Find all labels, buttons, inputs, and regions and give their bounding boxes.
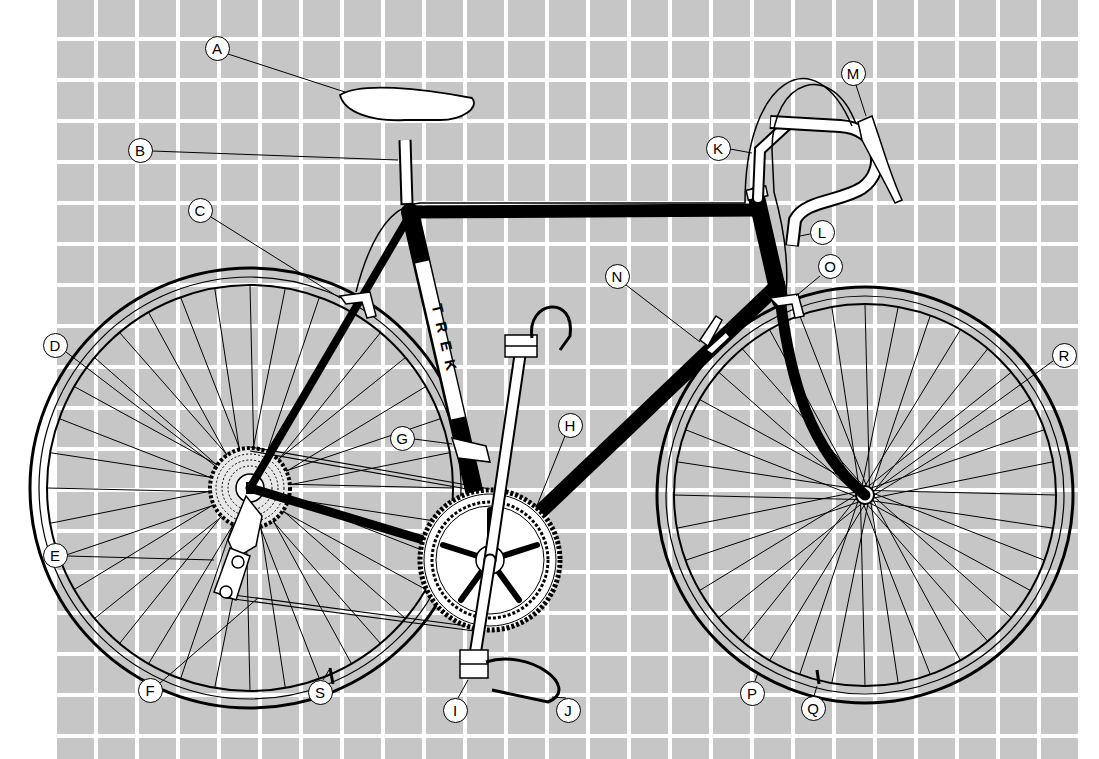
spoke [719,503,863,618]
grid-background [55,0,1080,759]
callout-letter: F [145,683,154,698]
callout-letter: G [396,431,408,446]
spoke [872,316,931,491]
spoke [800,500,859,675]
callout-letter: B [135,143,145,158]
handlebar [771,122,877,245]
cranks [475,355,520,655]
callout-letter: P [747,686,757,701]
spoke [870,430,1045,489]
callout-circle: N [605,264,630,289]
callout-letter: J [564,703,572,718]
callout-letter: N [612,269,623,284]
callout-circle: R [1052,343,1077,368]
callout-circle: I [443,698,468,723]
callout-letter: D [50,338,61,353]
spoke [863,503,930,675]
callout-letter: R [1059,348,1070,363]
callout-circle: F [138,678,163,703]
callout-letter: S [315,685,325,700]
spoke [873,493,1045,560]
spoke [869,502,1031,590]
spoke [867,372,1011,487]
callout-circle: J [556,698,581,723]
spoke [872,462,1053,499]
handlebar [770,122,877,246]
callout-letter: C [195,203,206,218]
pedals [460,307,571,702]
saddle [340,88,474,121]
spoke [866,503,988,641]
brake-cables [356,79,856,294]
callout-circle: L [810,220,835,245]
spoke [871,501,1053,529]
spoke [742,497,857,641]
spoke [686,502,861,561]
callout-circle: B [128,138,153,163]
callout-letter: A [212,41,222,56]
callout-circle: E [43,543,68,568]
callout-letter: K [713,141,723,156]
spoke [873,400,1030,496]
callout-circle: K [706,136,731,161]
callout-letter: O [824,259,836,274]
shift-levers [700,316,730,354]
spoke [873,496,1011,618]
brake-lever [858,116,902,203]
brand-logo: TREK [429,302,461,380]
callout-circle: C [188,198,213,223]
callout-letter: M [847,66,860,81]
rear-derailleur [214,496,262,600]
callout-letter: L [818,225,826,240]
front-valve [817,670,819,684]
spoke [719,372,857,494]
spoke [770,503,866,660]
front-derailleur [452,438,490,462]
rear-wheel [30,268,470,708]
seat-post [405,140,407,205]
rear-brake [340,292,376,318]
leader-lines [66,54,1053,698]
callout-circle: A [205,36,230,61]
callout-letter: I [453,703,457,718]
spoke [700,494,857,590]
callout-circle: M [841,61,866,86]
spoke [872,499,960,661]
callout-letter: E [50,548,60,563]
callout-circle: D [43,333,68,358]
callout-circle: P [740,681,765,706]
callout-circle: S [308,680,333,705]
frame [246,195,865,560]
spoke [871,501,899,683]
front-brake [770,294,804,318]
seat-post [405,140,407,203]
callout-circle: G [390,426,415,451]
callout-circle: Q [801,696,826,721]
spoke [674,495,858,500]
callout-letter: Q [807,701,819,716]
rear-valve [330,668,333,684]
callout-circle: O [818,254,843,279]
callout-circle: H [558,413,583,438]
callout-letter: H [565,418,576,433]
